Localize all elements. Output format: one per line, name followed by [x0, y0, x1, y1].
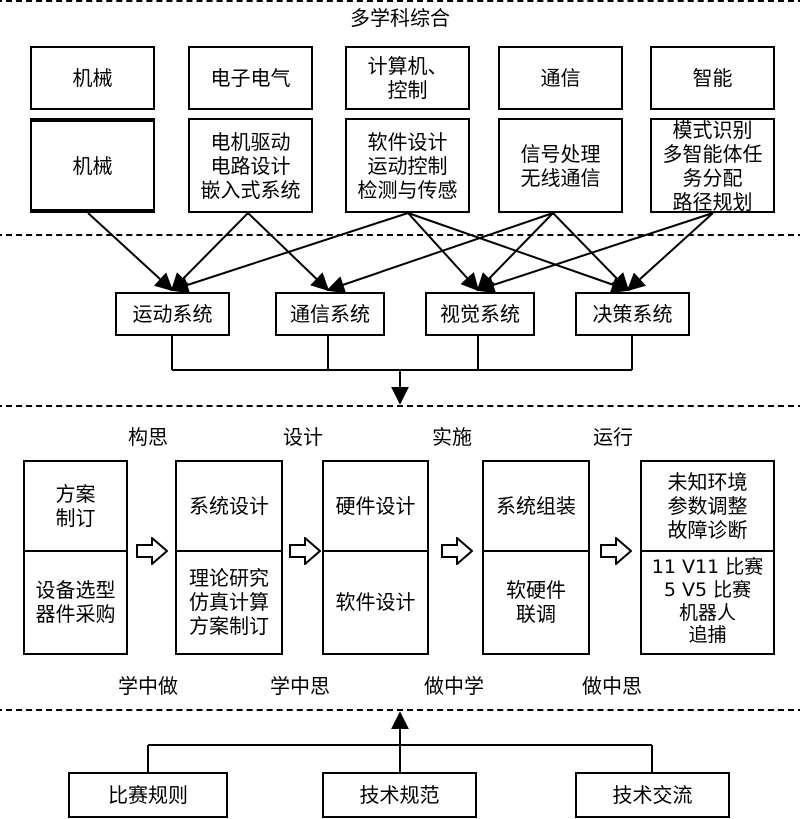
system-vision: 视觉系统: [425, 292, 535, 336]
stage-operate: 运行: [593, 425, 633, 449]
system-communication: 通信系统: [275, 292, 385, 336]
multidiscipline-section: [0, 0, 800, 236]
discipline-communication: 通信: [498, 46, 623, 110]
learning-mode-3: 做中学: [424, 674, 484, 698]
arrow-comp-to-motion: [170, 212, 409, 294]
phase-implement-design: 硬件设计 软件设计: [322, 460, 429, 655]
flow-arrow-icon: [600, 537, 632, 565]
arrow-comm-to-decision: [552, 212, 630, 292]
phase-design-bottom: 理论研究 仿真计算 方案制订: [189, 565, 269, 638]
phase-implement: 系统组装 软硬件 联调: [482, 460, 590, 655]
stage-conceive: 构思: [128, 425, 168, 449]
arrow-comp-to-decision: [407, 212, 630, 294]
learning-mode-1: 学中做: [118, 674, 178, 698]
system-motion: 运动系统: [115, 292, 230, 336]
discipline-intelligence: 智能: [650, 46, 775, 110]
phase-design: 系统设计 理论研究 仿真计算 方案制订: [175, 460, 283, 655]
system-decision: 决策系统: [575, 292, 690, 336]
flow-arrow-icon: [289, 537, 321, 565]
phase-design-top: 系统设计: [189, 494, 269, 518]
arrow-mech-to-motion: [87, 212, 174, 292]
discipline-mechanical-detail: 机械: [30, 118, 155, 213]
phase-hardware-design: 硬件设计: [335, 494, 416, 518]
phase-operate-bottom: 11 V11 比赛 5 V5 比赛 机器人 追捕: [651, 555, 764, 647]
phase-operate-top: 未知环境 参数调整 故障诊断: [667, 470, 748, 542]
phase-conceive: 方案 制订 设备选型 器件采购: [23, 460, 128, 655]
discipline-mechanical: 机械: [30, 46, 155, 110]
discipline-computer-detail: 软件设计 运动控制 检测与传感: [345, 118, 470, 213]
phase-operate: 未知环境 参数调整 故障诊断 11 V11 比赛 5 V5 比赛 机器人 追捕: [640, 460, 775, 655]
system-merge-lines: [171, 336, 633, 405]
input-competition-rules: 比赛规则: [68, 772, 228, 818]
discipline-communication-detail: 信号处理 无线通信: [498, 118, 623, 213]
phase-software-design: 软件设计: [335, 589, 416, 614]
cdio-process-section: [0, 405, 800, 711]
learning-mode-4: 做中思: [582, 674, 642, 698]
phase-conceive-top: 方案 制订: [55, 482, 96, 530]
phase-implement-bottom: 软硬件 联调: [506, 577, 566, 626]
arrow-comm-to-comm: [326, 212, 554, 294]
stage-design: 设计: [283, 425, 323, 449]
phase-conceive-bottom: 设备选型 器件采购: [35, 577, 116, 626]
input-technical-standards: 技术规范: [322, 772, 477, 818]
flow-arrow-icon: [136, 537, 168, 565]
discipline-electrical-detail: 电机驱动 电路设计 嵌入式系统: [188, 118, 313, 213]
stage-implement: 实施: [432, 425, 472, 449]
arrow-intel-to-decision: [626, 212, 714, 292]
discipline-electrical: 电子电气: [188, 46, 313, 110]
discipline-intelligence-detail: 模式识别 多智能体任 务分配 路径规划: [650, 118, 775, 214]
arrow-intel-to-vision: [476, 212, 714, 294]
phase-implement-top: 系统组装: [496, 494, 576, 518]
multidiscipline-title: 多学科综合: [350, 6, 450, 30]
discipline-computer-control: 计算机、 控制: [345, 46, 470, 110]
input-technical-exchange: 技术交流: [575, 772, 730, 818]
learning-mode-2: 学中思: [270, 674, 330, 698]
input-merge-lines: [147, 711, 653, 772]
discipline-to-system-arrows: [87, 212, 714, 294]
flow-arrow-icon: [441, 537, 473, 565]
